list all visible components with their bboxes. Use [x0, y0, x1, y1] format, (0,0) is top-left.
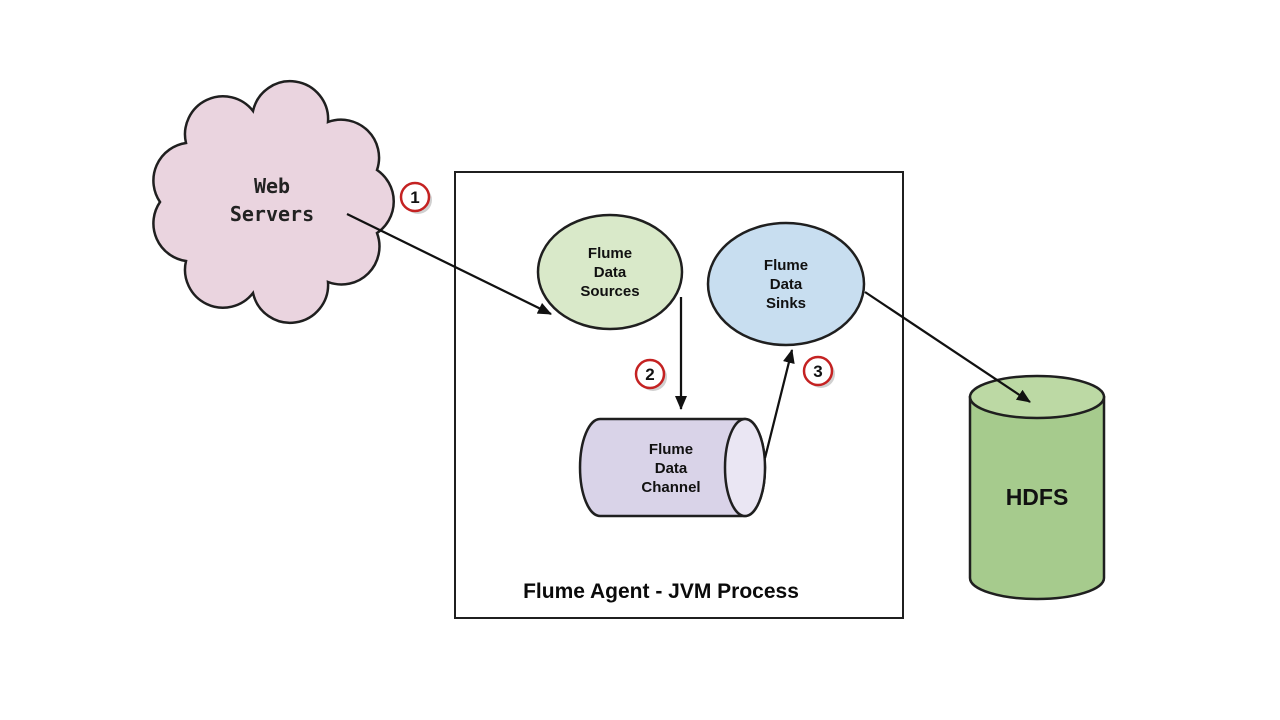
step-badge-1-ring — [399, 181, 431, 213]
hdfs-node: HDFS — [968, 374, 1106, 601]
flume-data-channel-node: Flume Data Channel — [578, 417, 767, 518]
sinks-label-line3: Sinks — [766, 295, 806, 312]
step-badge-2-number: 2 — [645, 365, 654, 384]
step-badge-3-ring — [802, 355, 834, 387]
web-servers-node: Web Servers — [152, 80, 395, 324]
channel-label-line2: Data — [655, 460, 688, 477]
arrow-channel-to-sinks — [763, 349, 795, 459]
flume-data-sinks-node: Flume Data Sinks — [706, 221, 866, 347]
sources-label-line2: Data — [594, 264, 627, 281]
agent-box-title: Flume Agent - JVM Process — [523, 580, 799, 603]
step-badge-2-ring — [634, 358, 666, 390]
web-servers-label-line2: Servers — [230, 202, 314, 226]
web-servers-cloud — [152, 80, 395, 324]
flume-data-channel-cap — [723, 417, 767, 518]
channel-label-line1: Flume — [649, 441, 693, 458]
sinks-label-line1: Flume — [764, 257, 808, 274]
flume-data-sinks-ellipse — [706, 221, 866, 347]
web-servers-label-line1: Web — [254, 174, 290, 198]
channel-label-line3: Channel — [641, 479, 700, 496]
sources-label-line1: Flume — [588, 245, 632, 262]
step-badge-1: 1 — [399, 181, 432, 214]
step-badge-3-number: 3 — [813, 362, 822, 381]
arrow-web-to-sources — [346, 212, 552, 316]
sources-label-line3: Sources — [580, 283, 639, 300]
hdfs-cylinder-top — [968, 374, 1106, 420]
flume-data-sources-node: Flume Data Sources — [536, 213, 684, 331]
sinks-label-line2: Data — [770, 276, 803, 293]
flume-data-sources-ellipse — [536, 213, 684, 331]
step-badge-3: 3 — [802, 355, 835, 388]
hdfs-cylinder-body — [968, 395, 1106, 601]
step-badge-2: 2 — [634, 358, 667, 391]
hdfs-label: HDFS — [1006, 484, 1069, 510]
arrow-sinks-to-hdfs — [864, 291, 1031, 403]
step-badge-1-number: 1 — [410, 188, 419, 207]
